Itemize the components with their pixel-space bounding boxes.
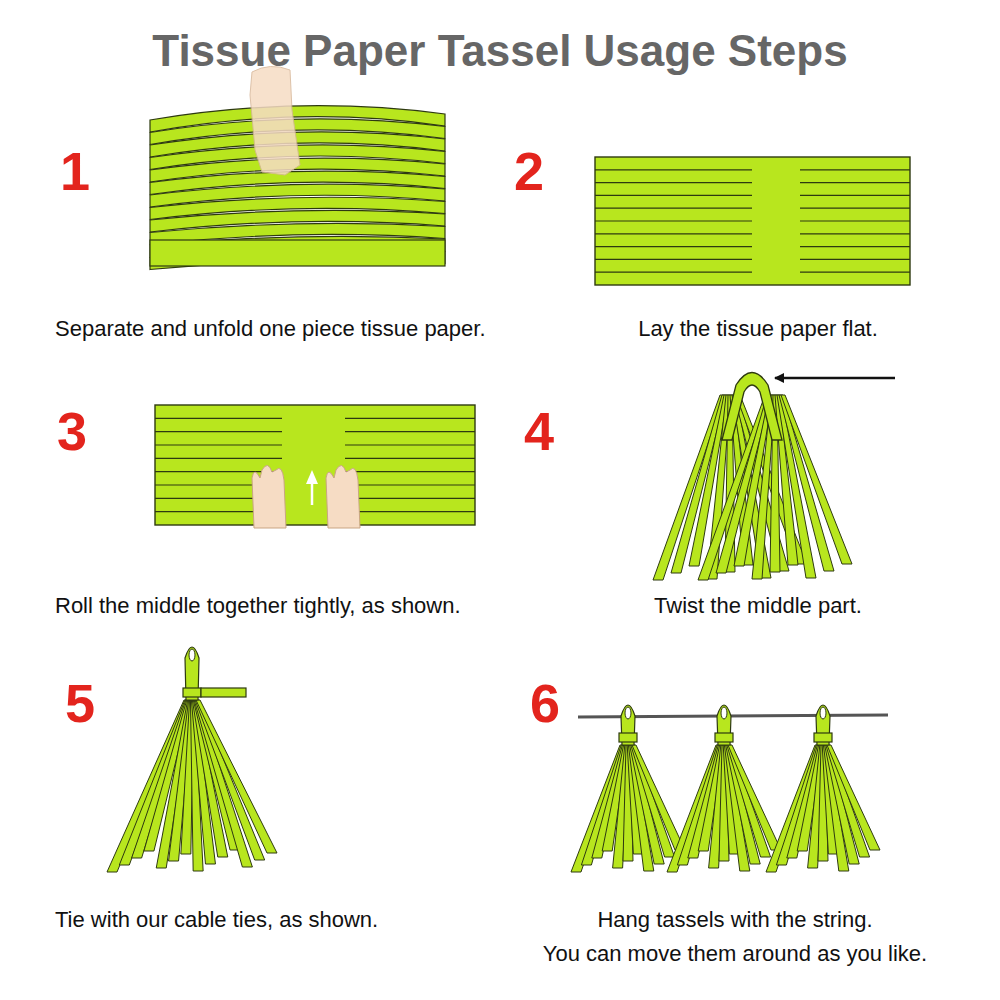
cable-tie <box>619 733 637 742</box>
step2-sheet <box>595 157 910 285</box>
paper-base <box>150 240 445 266</box>
fringe-cut <box>595 233 752 234</box>
tassel-strand <box>727 745 771 857</box>
up-arrow <box>311 482 314 505</box>
tassel-strand <box>779 395 834 571</box>
fringe-cut <box>155 458 282 459</box>
fringe-cut <box>345 484 475 485</box>
loop-hole <box>721 707 727 719</box>
hand <box>250 66 300 175</box>
step-number: 2 <box>514 140 544 202</box>
step-caption: Lay the tissue paper flat. <box>638 316 878 341</box>
title: Tissue Paper Tassel Usage Steps <box>152 26 847 77</box>
fringe-cut <box>800 195 910 196</box>
fringe-cut <box>800 208 910 209</box>
tassel-strand <box>631 745 675 857</box>
step-number: 5 <box>65 672 95 734</box>
step-caption: Roll the middle together tightly, as sho… <box>55 593 461 618</box>
step-number: 3 <box>57 400 87 462</box>
step3-sheet <box>155 405 475 528</box>
tassel-strand <box>632 745 685 850</box>
step-caption: Hang tassels with the string. <box>597 907 872 932</box>
fringe-cut <box>595 220 752 221</box>
hand <box>252 465 286 528</box>
pointer-arrow <box>775 377 895 380</box>
fringe-cut <box>155 431 282 432</box>
fringe-cut <box>345 444 475 445</box>
tassel-strand <box>781 395 852 564</box>
step-caption: Twist the middle part. <box>654 593 862 618</box>
step6-garland <box>571 705 888 872</box>
fringe-cut <box>345 498 475 499</box>
fringe-cut <box>595 259 752 260</box>
step-number: 1 <box>60 140 90 202</box>
fringe-cut <box>595 195 752 196</box>
step1-sheet <box>150 66 445 269</box>
cable-tie <box>814 733 832 742</box>
fringe-cut <box>595 169 752 170</box>
fringe-cut <box>800 220 910 221</box>
tassel-strand <box>827 745 880 850</box>
tassel-strand <box>777 395 816 578</box>
fringe-cut <box>345 458 475 459</box>
loop-hole <box>820 707 826 719</box>
twisted-middle <box>722 373 782 441</box>
step-number: 4 <box>524 400 554 462</box>
fringe-cut <box>345 471 475 472</box>
paper-sheet <box>595 157 910 285</box>
up-arrow-head <box>306 470 318 484</box>
tassel-strand <box>728 745 781 850</box>
step5-tassel <box>107 647 277 872</box>
hand <box>326 465 360 528</box>
step-number: 6 <box>530 672 560 734</box>
fringe-cut <box>155 444 282 445</box>
fringe-cut <box>595 208 752 209</box>
fringe-cut <box>800 169 910 170</box>
tassel-strand <box>194 700 252 867</box>
tassel-strand <box>195 700 265 860</box>
fringe-cut <box>800 246 910 247</box>
step-caption: Tie with our cable ties, as shown. <box>55 907 378 932</box>
fringe-cut <box>595 182 752 183</box>
tassel-strand <box>196 700 277 853</box>
fringe-cut <box>800 233 910 234</box>
step-caption: Separate and unfold one piece tissue pap… <box>55 316 486 341</box>
fringe-cut <box>155 418 282 419</box>
fringe-cut <box>800 272 910 273</box>
tassel-strand <box>826 745 870 857</box>
fringe-cut <box>595 246 752 247</box>
step4-tassel <box>653 373 852 581</box>
loop-hole <box>625 707 631 719</box>
step-caption: You can move them around as you like. <box>543 941 927 966</box>
cable-tie <box>183 688 201 697</box>
fringe-cut <box>345 418 475 419</box>
paper-sheet <box>155 405 475 525</box>
cable-tie-tail <box>201 688 246 697</box>
fringe-cut <box>800 259 910 260</box>
fringe-cut <box>595 272 752 273</box>
fringe-cut <box>800 182 910 183</box>
fringe-cut <box>345 511 475 512</box>
loop-hole <box>189 649 195 661</box>
tassel-strand <box>169 700 193 861</box>
fringe-cut <box>345 431 475 432</box>
cable-tie <box>715 733 733 742</box>
